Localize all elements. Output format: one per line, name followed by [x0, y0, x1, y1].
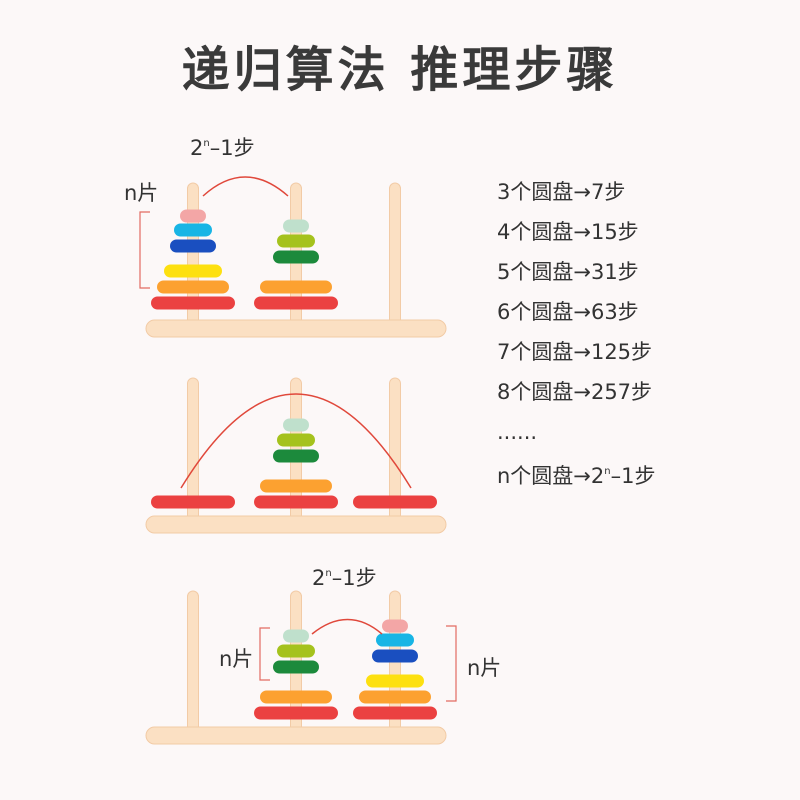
- disc: [174, 223, 212, 237]
- disc: [170, 239, 216, 253]
- tower-base: [145, 515, 447, 534]
- disc: [254, 706, 338, 720]
- tower-base: [145, 319, 447, 338]
- n-bracket: [139, 211, 150, 289]
- bottom-n-left-label: n片: [219, 647, 254, 671]
- bottom-n-right-label: n片: [467, 656, 502, 680]
- step-item: 8个圆盘→257步: [497, 380, 653, 404]
- step-item: 6个圆盘→63步: [497, 300, 639, 324]
- tower-rod: [389, 182, 401, 331]
- disc: [359, 690, 431, 704]
- disc: [277, 433, 315, 447]
- move-arc: [311, 618, 383, 635]
- step-item: 3个圆盘→7步: [497, 180, 626, 204]
- disc: [254, 495, 338, 509]
- disc: [273, 250, 319, 264]
- disc: [180, 209, 206, 223]
- disc: [283, 418, 309, 432]
- n-bracket-right: [446, 625, 457, 702]
- top-n-label: n片: [124, 181, 159, 205]
- steps-list: 3个圆盘→7步 4个圆盘→15步 5个圆盘→31步 6个圆盘→63步 7个圆盘→…: [497, 172, 656, 496]
- disc: [353, 706, 437, 720]
- disc: [164, 264, 222, 278]
- disc: [151, 495, 235, 509]
- disc: [283, 219, 309, 233]
- bottom-steps-label: 2n–1步: [312, 566, 377, 590]
- disc: [277, 234, 315, 248]
- disc: [273, 660, 319, 674]
- disc: [151, 296, 235, 310]
- disc: [283, 629, 309, 643]
- tower-rod: [187, 590, 199, 736]
- n-bracket-left: [259, 627, 270, 681]
- disc: [260, 280, 332, 294]
- tower-base: [145, 726, 447, 745]
- disc: [353, 495, 437, 509]
- disc: [382, 619, 408, 633]
- disc: [366, 674, 424, 688]
- disc: [376, 633, 414, 647]
- step-item: ......: [497, 420, 538, 444]
- step-item: 5个圆盘→31步: [497, 260, 639, 284]
- move-arc: [202, 176, 289, 197]
- step-item-last: n个圆盘→2n–1步: [497, 464, 656, 488]
- disc: [157, 280, 229, 294]
- move-arc: [180, 393, 412, 489]
- step-item: 7个圆盘→125步: [497, 340, 653, 364]
- disc: [273, 449, 319, 463]
- disc: [277, 644, 315, 658]
- disc: [260, 479, 332, 493]
- disc: [254, 296, 338, 310]
- top-steps-label: 2n–1步: [190, 136, 255, 160]
- disc: [372, 649, 418, 663]
- page-title: 递归算法 推理步骤: [181, 42, 619, 98]
- step-item: 4个圆盘→15步: [497, 220, 639, 244]
- disc: [260, 690, 332, 704]
